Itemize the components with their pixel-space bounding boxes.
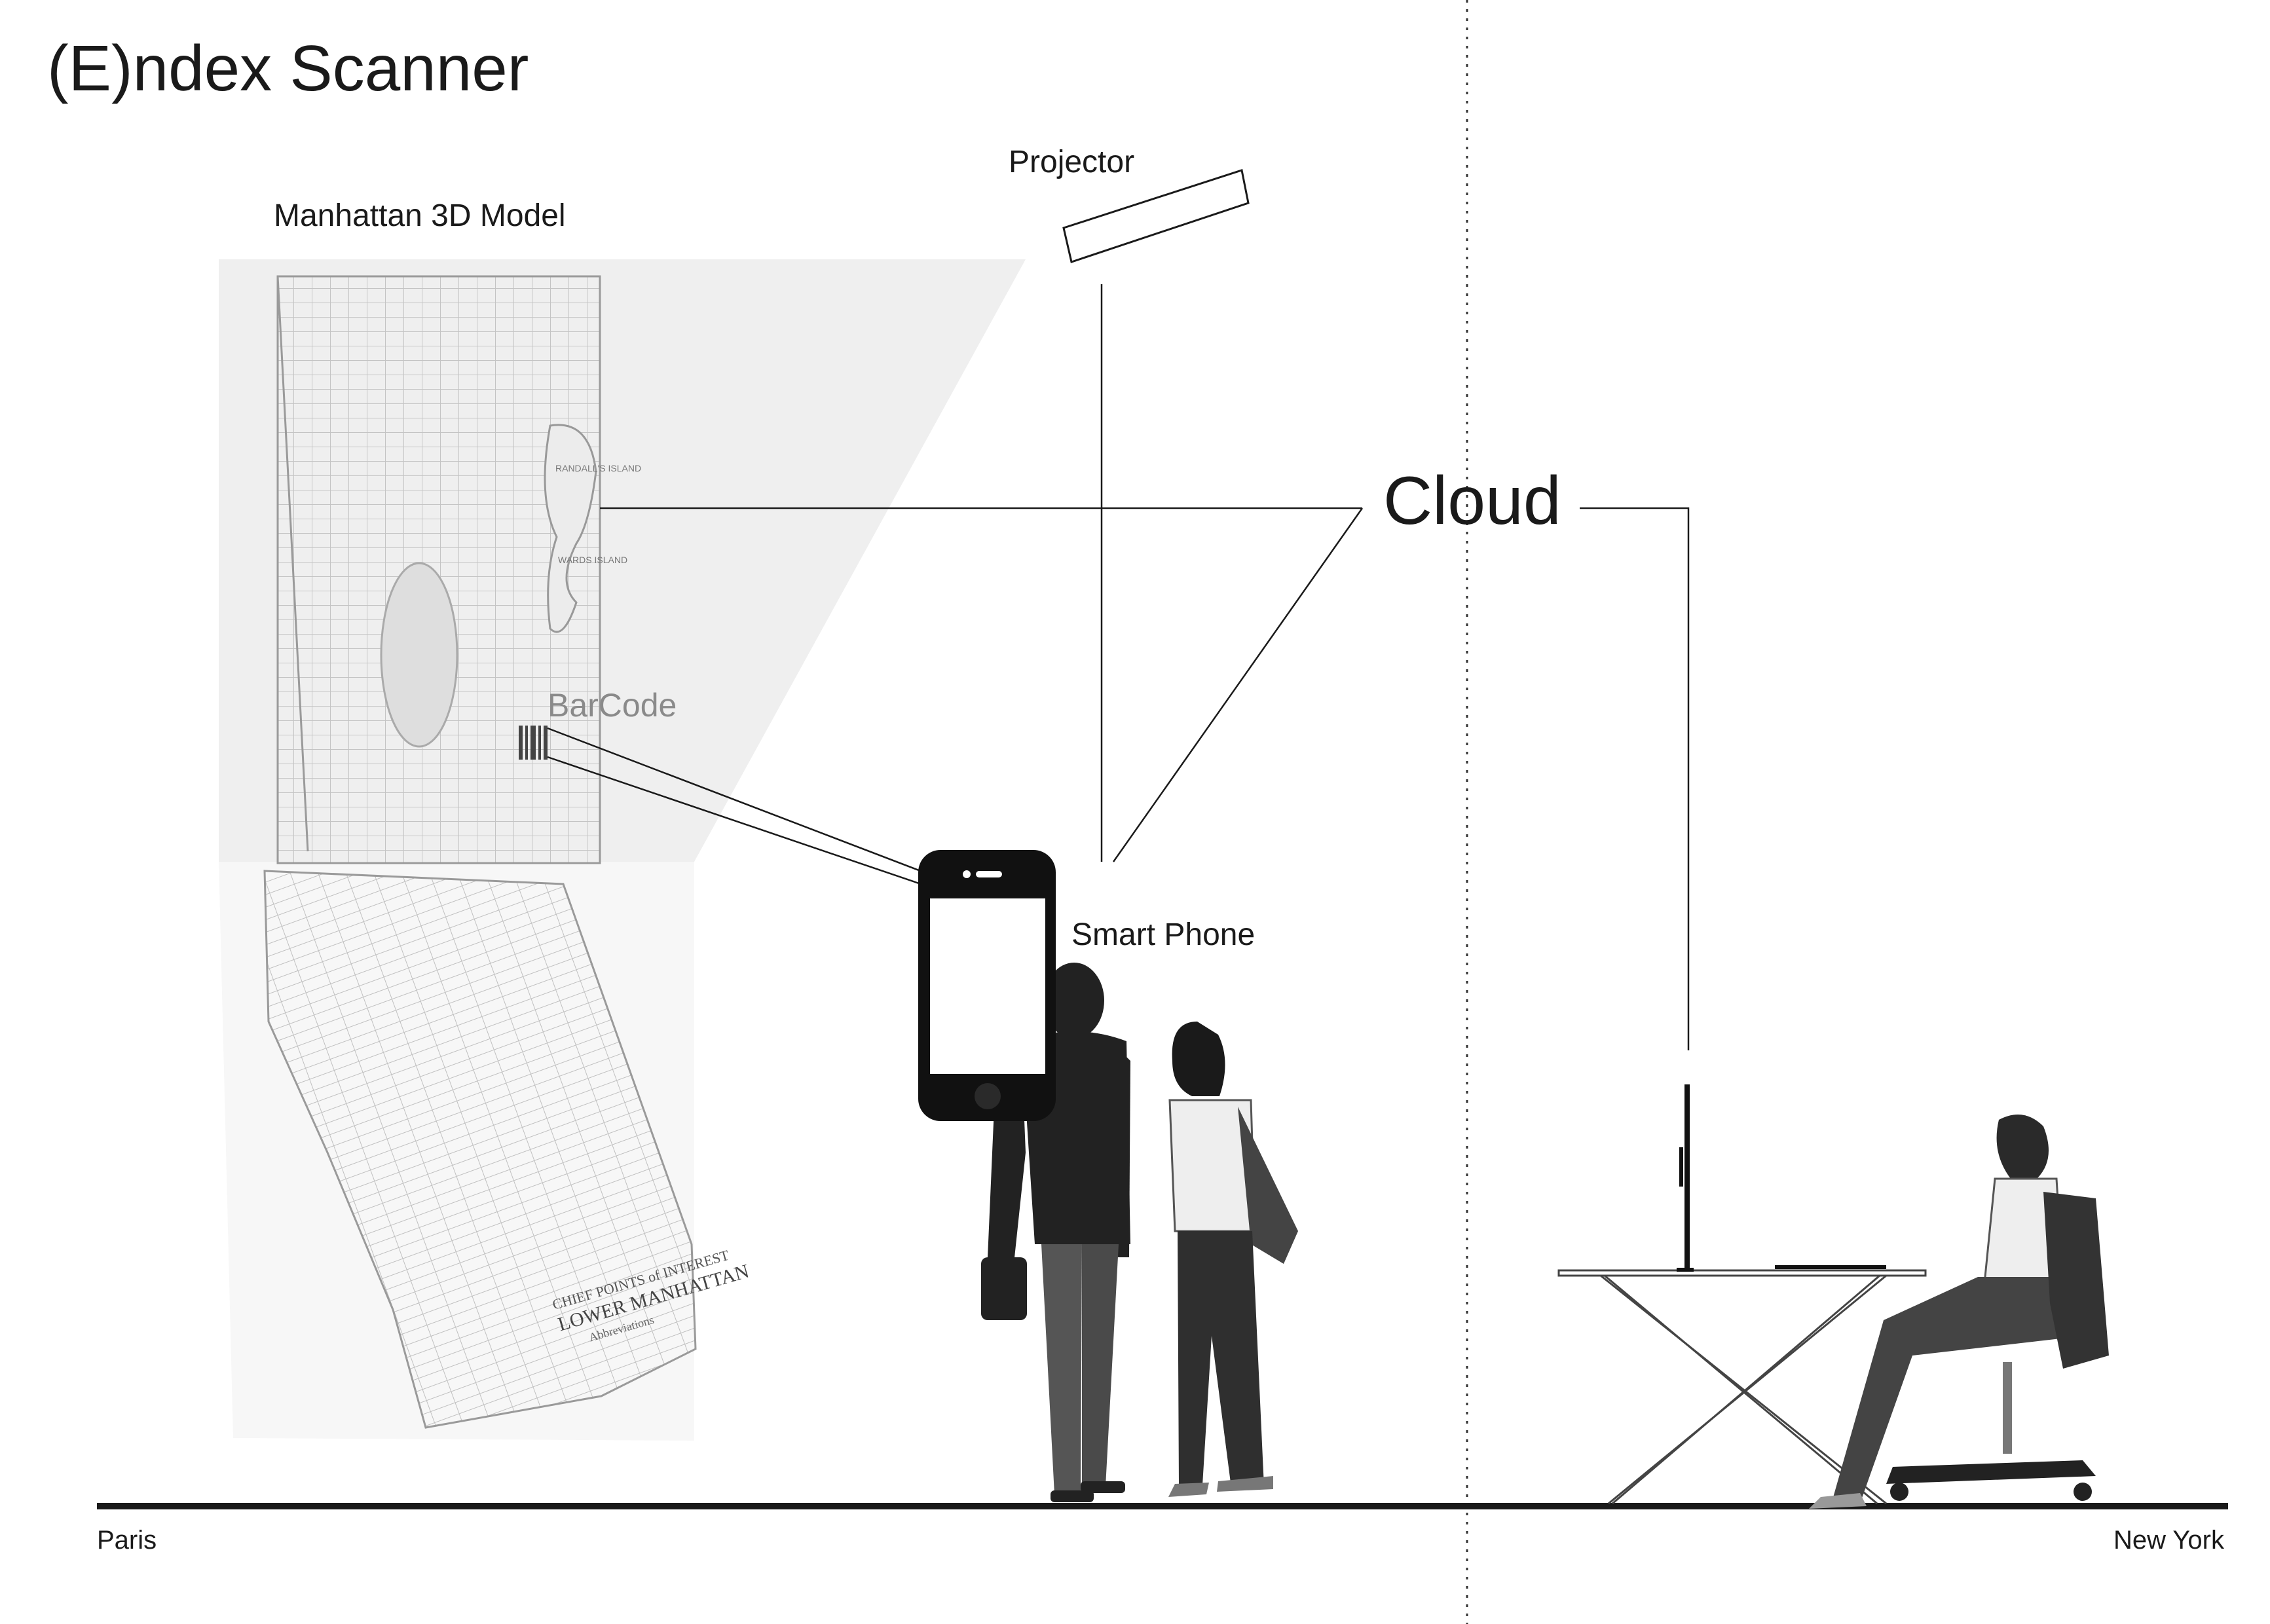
seated-woman-figure bbox=[1809, 1115, 2109, 1509]
smart-phone-icon bbox=[918, 850, 1056, 1121]
projector-icon bbox=[1062, 169, 1250, 263]
barcode-to-phone-upper bbox=[547, 727, 928, 875]
map-upper bbox=[276, 275, 601, 864]
woman-figure bbox=[1168, 1022, 1298, 1497]
smart-phone-label: Smart Phone bbox=[1071, 917, 1256, 952]
barcode-to-phone-lower bbox=[547, 756, 925, 887]
barcode-icon bbox=[519, 726, 548, 760]
cloud-to-phone-line bbox=[1112, 507, 1364, 862]
cloud-label: Cloud bbox=[1383, 463, 1561, 539]
map-lower bbox=[263, 870, 697, 1429]
monitor-icon bbox=[1677, 1084, 1886, 1272]
island-label-top: RANDALL'S ISLAND bbox=[555, 463, 641, 473]
islands bbox=[544, 424, 597, 633]
projector-label: Projector bbox=[1009, 145, 1135, 179]
manhattan-model-label: Manhattan 3D Model bbox=[274, 198, 566, 233]
cloud-to-screen-line bbox=[1580, 507, 1690, 1050]
island-label-bottom: WARDS ISLAND bbox=[558, 555, 627, 565]
diagram-title: (E)ndex Scanner bbox=[47, 32, 529, 104]
paris-label: Paris bbox=[97, 1526, 157, 1555]
central-park bbox=[380, 562, 458, 748]
desk-figure bbox=[1557, 1269, 1927, 1505]
barcode-label: BarCode bbox=[548, 687, 677, 724]
connection-lines bbox=[547, 284, 1690, 1050]
new-york-label: New York bbox=[2113, 1526, 2224, 1555]
manhattan-map: RANDALL'S ISLAND WARDS ISLAND CHIEF POIN… bbox=[263, 275, 751, 1429]
